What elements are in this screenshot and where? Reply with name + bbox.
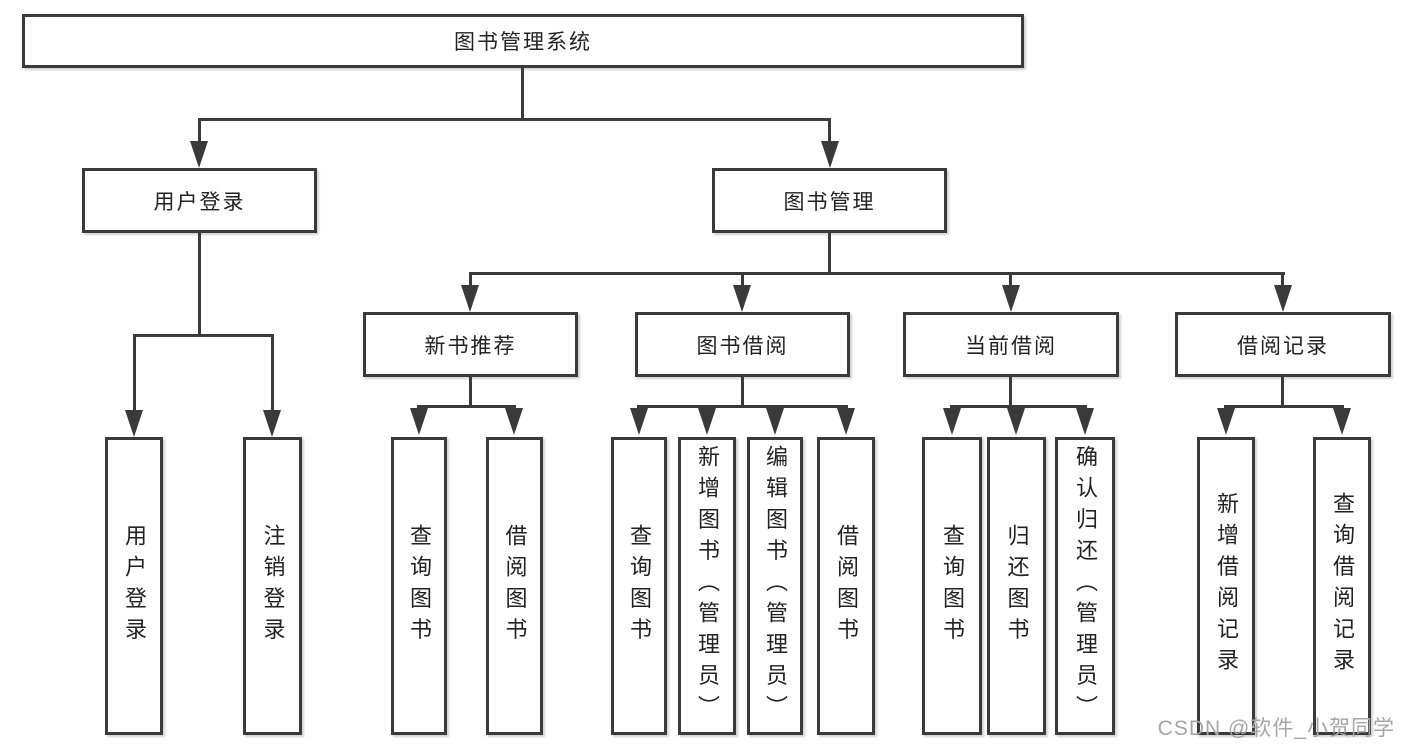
node-borrowing-records: 借阅记录 <box>1175 312 1391 377</box>
arrowhead-down-icon <box>263 410 281 437</box>
leaf-add-borrow-record: 新增借阅记录 <box>1197 437 1255 735</box>
connector-stub-borrowing-records <box>1281 272 1284 287</box>
leaf-user-login-label: 用户登录 <box>122 523 147 649</box>
arrowhead-down-icon <box>1007 408 1025 435</box>
arrowhead-down-icon <box>766 408 784 435</box>
arrowhead-down-icon <box>1076 408 1094 435</box>
leaf-user-login: 用户登录 <box>105 437 163 735</box>
connector-stub-leaf-user-login <box>133 334 136 412</box>
leaf-query-books-recommend: 查询图书 <box>391 437 447 735</box>
leaf-query-books-recommend-label: 查询图书 <box>407 523 432 649</box>
connector-current-borrowing-trunk <box>1009 377 1012 406</box>
node-library-management-system-label: 图书管理系统 <box>454 31 592 54</box>
connector-book-management-trunk <box>828 233 831 274</box>
node-book-borrowing: 图书借阅 <box>635 312 850 377</box>
leaf-add-book-admin-label: 新增图书（管理员） <box>695 445 720 727</box>
node-new-book-recommendation: 新书推荐 <box>363 312 578 377</box>
leaf-edit-book-admin: 编辑图书（管理员） <box>747 437 803 735</box>
connector-stub-book-borrowing <box>741 272 744 287</box>
connector-book-borrowing-bar <box>637 405 848 408</box>
connector-stub-book-management <box>828 118 831 144</box>
connector-root-trunk <box>521 68 524 121</box>
leaf-edit-book-admin-label: 编辑图书（管理员） <box>763 445 788 727</box>
arrowhead-down-icon <box>698 408 716 435</box>
node-new-book-recommendation-label: 新书推荐 <box>424 334 517 358</box>
arrowhead-down-icon <box>505 408 523 435</box>
leaf-query-books-borrowing-label: 查询图书 <box>627 523 652 649</box>
node-book-management-label: 图书管理 <box>783 190 876 214</box>
arrowhead-down-icon <box>461 285 479 312</box>
leaf-return-books: 归还图书 <box>987 437 1046 735</box>
connector-stub-new-book-recommendation <box>469 272 472 287</box>
connector-book-borrowing-trunk <box>741 377 744 406</box>
leaf-add-book-admin: 新增图书（管理员） <box>678 437 736 735</box>
leaf-borrow-books-recommend: 借阅图书 <box>486 437 543 735</box>
leaf-query-borrow-record: 查询借阅记录 <box>1313 437 1371 735</box>
leaf-confirm-return-admin: 确认归还（管理员） <box>1055 437 1115 735</box>
arrowhead-down-icon <box>1002 285 1020 312</box>
connector-user-login-bar <box>133 334 274 337</box>
leaf-return-books-label: 归还图书 <box>1004 523 1030 649</box>
arrowhead-down-icon <box>943 408 961 435</box>
leaf-logout: 注销登录 <box>243 437 302 735</box>
arrowhead-down-icon <box>821 141 839 168</box>
node-borrowing-records-label: 借阅记录 <box>1237 334 1329 358</box>
leaf-confirm-return-admin-label: 确认归还（管理员） <box>1073 445 1098 727</box>
arrowhead-down-icon <box>733 285 751 312</box>
connector-new-book-recommendation-bar <box>417 405 516 408</box>
connector-stub-leaf-logout <box>271 334 274 412</box>
arrowhead-down-icon <box>1217 408 1235 435</box>
node-user-login-label: 用户登录 <box>153 190 246 214</box>
arrowhead-down-icon <box>190 141 208 168</box>
connector-level2-bar <box>198 118 831 121</box>
leaf-query-borrow-record-label: 查询借阅记录 <box>1330 492 1355 680</box>
watermark: CSDN @软件_小贺同学 <box>1157 717 1395 740</box>
connector-borrowing-records-trunk <box>1281 377 1284 406</box>
connector-level3-bar <box>469 272 1285 275</box>
leaf-query-books-current-label: 查询图书 <box>940 523 965 649</box>
arrowhead-down-icon <box>1274 285 1292 312</box>
connector-current-borrowing-bar <box>950 405 1087 408</box>
node-library-management-system: 图书管理系统 <box>22 14 1024 68</box>
connector-new-book-recommendation-trunk <box>469 377 472 406</box>
connector-borrowing-records-bar <box>1224 405 1344 408</box>
connector-stub-user-login <box>198 118 201 144</box>
arrowhead-down-icon <box>837 408 855 435</box>
connector-user-login-trunk <box>198 233 201 336</box>
leaf-logout-label: 注销登录 <box>260 523 286 649</box>
leaf-borrow-books-borrowing: 借阅图书 <box>817 437 875 735</box>
arrowhead-down-icon <box>125 410 143 437</box>
node-current-borrowing: 当前借阅 <box>903 312 1119 377</box>
arrowhead-down-icon <box>410 408 428 435</box>
node-book-management: 图书管理 <box>712 168 947 233</box>
leaf-query-books-borrowing: 查询图书 <box>611 437 667 735</box>
node-current-borrowing-label: 当前借阅 <box>965 334 1057 358</box>
arrowhead-down-icon <box>1333 408 1351 435</box>
arrowhead-down-icon <box>630 408 648 435</box>
node-user-login: 用户登录 <box>82 168 317 233</box>
node-book-borrowing-label: 图书借阅 <box>696 334 789 358</box>
leaf-query-books-current: 查询图书 <box>922 437 982 735</box>
connector-stub-current-borrowing <box>1009 272 1012 287</box>
leaf-borrow-books-recommend-label: 借阅图书 <box>502 523 528 649</box>
leaf-add-borrow-record-label: 新增借阅记录 <box>1214 492 1239 680</box>
leaf-borrow-books-borrowing-label: 借阅图书 <box>834 523 859 649</box>
